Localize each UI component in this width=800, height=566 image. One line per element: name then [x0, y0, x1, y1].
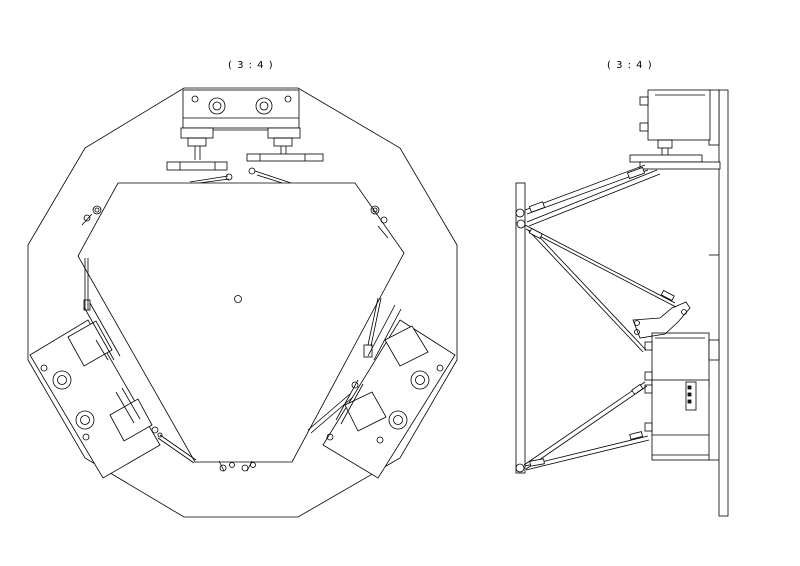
upper-right-joint	[363, 205, 389, 358]
side-lower-rods	[523, 381, 650, 471]
bottom-right-linkage-rods	[307, 393, 354, 434]
side-top-motor	[629, 89, 721, 170]
side-top-rods	[524, 164, 661, 227]
side-view	[515, 89, 729, 517]
side-view-scale-label: ( 3 : 4 )	[607, 60, 653, 71]
side-lower-motor	[644, 379, 710, 461]
upper-left-joint	[81, 205, 102, 311]
side-back-plate	[708, 89, 729, 517]
bottom-center-joints	[218, 460, 256, 472]
bottom-right-mount-block	[322, 304, 456, 479]
base-plate-dodecagon	[27, 87, 458, 518]
bottom-left-mount-block	[29, 302, 163, 479]
top-mount-block	[166, 89, 324, 171]
side-middle-motor	[632, 301, 720, 389]
side-middle-rods	[524, 224, 677, 353]
moving-platform	[77, 182, 405, 463]
front-view-scale-label: ( 3 : 4 )	[228, 60, 274, 71]
side-moving-bar	[515, 182, 526, 474]
platform-center-marker	[234, 295, 242, 303]
front-view	[27, 87, 458, 518]
bottom-left-linkage-rods	[157, 434, 197, 464]
